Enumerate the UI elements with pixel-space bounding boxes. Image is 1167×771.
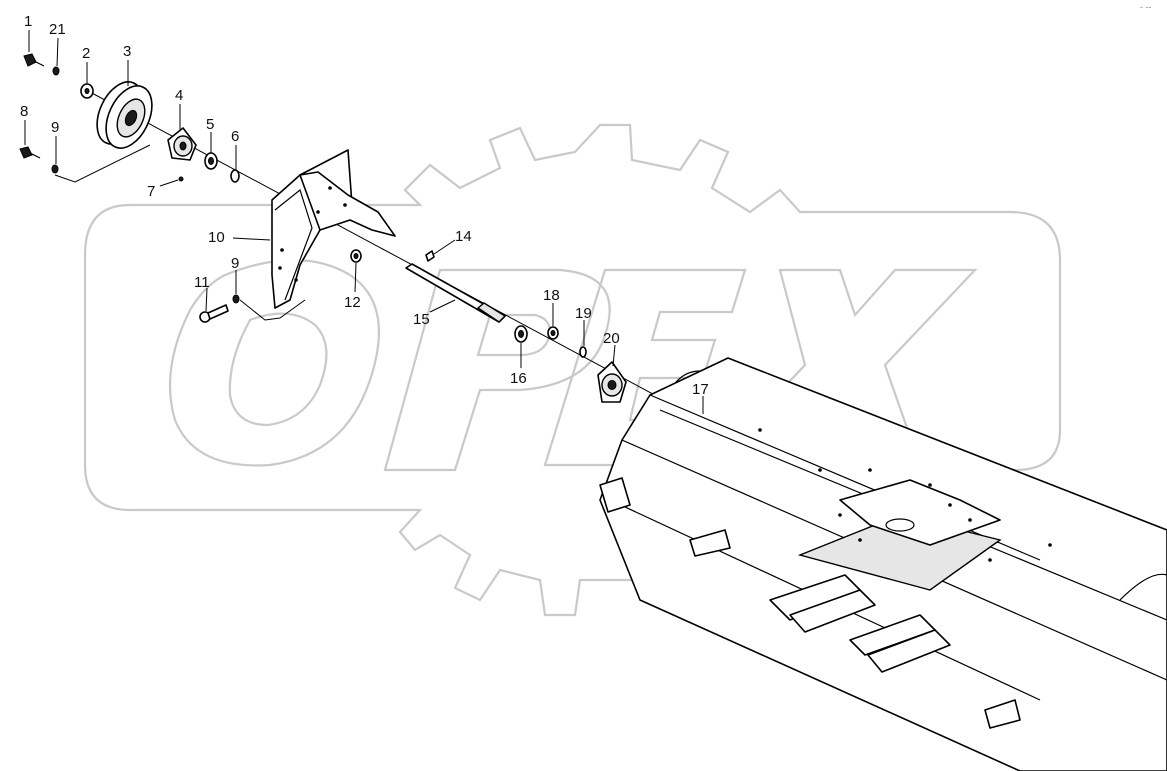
bushing-part-16 [514, 325, 528, 343]
callout-15: 15 [413, 311, 430, 328]
flange-bearing-part-20 [597, 361, 627, 403]
bolt-11-axis-line [239, 299, 306, 321]
washer-part-2 [80, 83, 94, 99]
callout-9-lower: 9 [231, 255, 239, 272]
callout-20: 20 [603, 330, 620, 347]
nut-part-7 [178, 176, 184, 182]
corner-mark: - -- [1140, 2, 1152, 12]
callout-labels: 1 21 2 3 4 5 6 7 8 9 9 10 11 12 14 15 16… [20, 13, 709, 398]
flange-bearing-part-4 [167, 127, 197, 161]
callout-10: 10 [208, 229, 225, 246]
bolt-part-8 [19, 146, 41, 159]
callout-4: 4 [175, 87, 183, 104]
callout-11: 11 [194, 274, 210, 291]
bolt-group-axis-line [54, 144, 151, 183]
callout-5: 5 [206, 116, 214, 133]
callout-19: 19 [575, 305, 592, 322]
callout-3: 3 [123, 43, 131, 60]
key-part-14 [425, 250, 435, 262]
callout-2: 2 [82, 45, 90, 62]
bolt-part-1 [23, 53, 45, 67]
bushing-part-5 [204, 152, 218, 170]
nut-part-12 [350, 249, 362, 263]
callout-9-top: 9 [51, 119, 59, 136]
washer-part-21 [52, 66, 60, 76]
machine-header-body [599, 357, 1167, 771]
nut-part-18 [547, 326, 559, 340]
callout-1: 1 [24, 13, 32, 30]
callout-21: 21 [49, 21, 66, 38]
callout-7: 7 [147, 183, 155, 200]
callout-leaders [24, 30, 704, 414]
mounting-bracket-part-10 [271, 149, 396, 309]
shaft-part-15 [405, 263, 507, 323]
callout-16: 16 [510, 370, 527, 387]
washer-part-9-top [51, 164, 59, 174]
callout-12: 12 [344, 294, 361, 311]
bolt-part-11 [199, 304, 229, 323]
callout-6: 6 [231, 128, 239, 145]
callout-17: 17 [692, 381, 709, 398]
washer-part-9-lower [232, 294, 240, 304]
ring-part-19 [579, 346, 587, 358]
pulley-part-3 [96, 81, 153, 149]
washer-part-6 [230, 169, 240, 183]
callout-18: 18 [543, 287, 560, 304]
callout-8: 8 [20, 103, 28, 120]
callout-14: 14 [455, 228, 472, 245]
